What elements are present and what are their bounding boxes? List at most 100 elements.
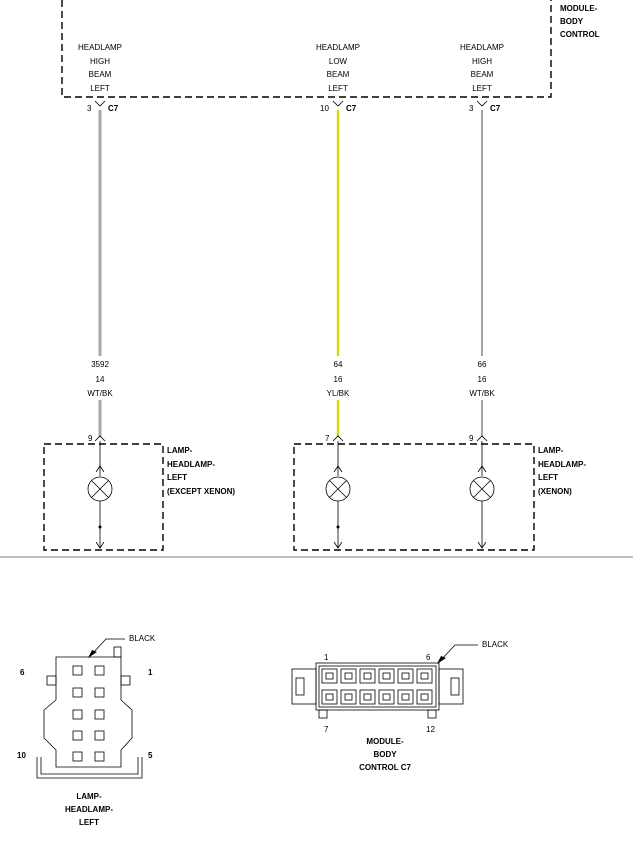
lamp-pin-1: 9 [88,434,93,443]
pin-c-line-2: HIGH [472,57,492,66]
cavity-2 [94,687,105,698]
pin-c-line-1: HEADLAMP [460,43,504,52]
connector-bracket-outer [36,757,143,779]
module-boundary [61,0,552,98]
c7-cavity-9 [359,689,376,705]
module-connector-c: C7 [490,104,501,113]
module-connector-a: C7 [108,104,119,113]
wire-3-gauge: 16 [478,375,487,384]
lamp-left-arrow-top [95,465,105,473]
wire-label-bg-2 [324,356,352,400]
c7-cavity-3 [359,668,376,684]
cavity-9 [72,730,83,741]
bulb-low-cross-b [329,480,347,498]
module-pin-number-b: 10 [320,104,329,113]
end-wing-right-slot [450,677,460,696]
headlamp-pin-6-label: 6 [20,668,25,677]
connector-view-headlamp: BLACK 6 1 10 5 LAMP- HEADLAMP- LEFT [17,634,156,827]
wire-3592-bottom-terminal [94,435,106,442]
pin-b-line-2: LOW [329,57,348,66]
module-pin-label-c: HEADLAMP HIGH BEAM LEFT [460,43,504,93]
headlamp-connector-color: BLACK [129,634,156,643]
wire-1-circuit: 3592 [91,360,109,369]
c7-inner-5 [401,672,410,680]
lamp-headlamp-left-xenon: LAMP- HEADLAMP- LEFT (XENON) [293,441,586,551]
module-connector-face [318,665,437,708]
c7-inner-9 [363,693,372,701]
module-pin-label-a: HEADLAMP HIGH BEAM LEFT [78,43,122,93]
headlamp-pin-10-label: 10 [17,751,26,760]
module-connector-title-2: BODY [373,750,397,759]
cavity-6 [72,665,83,676]
black-leader-line [91,638,125,655]
module-connector-color: BLACK [482,640,509,649]
c7-cavity-10 [378,689,395,705]
bulb-high-cross-b [473,480,491,498]
pin-b-line-3: BEAM [327,70,350,79]
lamp-left-boundary [43,443,164,551]
cavity-10 [72,751,83,762]
module-connector-title-3: CONTROL C7 [359,763,411,772]
lamp-headlamp-left-except-xenon: LAMP- HEADLAMP- LEFT (EXCEPT XENON) [43,441,235,551]
lamp-pin-3: 9 [469,434,474,443]
wire-3592-top-terminal [94,100,106,107]
cavity-3 [94,709,105,720]
lamp-left-title-3: LEFT [167,473,187,482]
module-body-control: MODULE- BODY CONTROL HEADLAMP HIGH BEAM … [61,0,600,113]
c7-pin-7-label: 7 [324,725,329,734]
top-row-cavities [321,668,433,684]
wire-3-color: WT/BK [469,389,495,398]
lamp-right-boundary [293,443,535,551]
connector-view-module-c7: BLACK 1 6 7 12 MODULE- BODY CONTROL C7 [291,640,509,772]
pin-b-line-1: HEADLAMP [316,43,360,52]
c7-inner-8 [344,693,353,701]
c7-inner-7 [325,693,334,701]
c7-cavity-2 [340,668,357,684]
wire-66-top-terminal [476,100,488,107]
headlamp-connector-title-1: LAMP- [76,792,102,801]
c7-pin-6-label: 6 [426,653,431,662]
lamp-left-title-2: HEADLAMP- [167,460,215,469]
pin-b-line-4: LEFT [328,84,348,93]
module-title-line-1: MODULE- [560,4,598,13]
pin-c-line-3: BEAM [471,70,494,79]
lamp-low-arrow-top [333,465,343,473]
c7-pin-1-label: 1 [324,653,329,662]
foot-right [427,709,437,719]
lamp-low-arrow-bottom [333,541,343,549]
cavity-7 [72,687,83,698]
c7-inner-6 [420,672,429,680]
c7-inner-3 [363,672,372,680]
pin-a-line-2: HIGH [90,57,110,66]
module-connector-title-1: MODULE- [366,737,404,746]
wire-3-circuit: 66 [478,360,487,369]
splice-dot-low [336,525,340,529]
connector-body [43,656,133,768]
wire-label-bg-3 [468,356,496,400]
cavity-4 [94,730,105,741]
lamp-left-title-4: (EXCEPT XENON) [167,487,235,496]
c7-cavity-4 [378,668,395,684]
c7-pin-12-label: 12 [426,725,435,734]
connector-bracket-inner [40,757,139,775]
lamp-right-title-2: HEADLAMP- [538,460,586,469]
wire-1-color: WT/BK [87,389,113,398]
cavity-1 [94,665,105,676]
module-pin-label-b: HEADLAMP LOW BEAM LEFT [316,43,360,93]
pin-a-line-3: BEAM [89,70,112,79]
pin-a-line-1: HEADLAMP [78,43,122,52]
headlamp-pin-5-label: 5 [148,751,153,760]
pin-a-line-4: LEFT [90,84,110,93]
c7-inner-10 [382,693,391,701]
c7-inner-4 [382,672,391,680]
wire-2-circuit: 64 [334,360,343,369]
c7-black-leader-line [440,644,478,661]
wire-2-color: YL/BK [327,389,350,398]
c7-cavity-1 [321,668,338,684]
module-connector-body [315,662,440,711]
wire-64-top-terminal [332,100,344,107]
module-pin-number-c: 3 [469,104,474,113]
lamp-high-arrow-bottom [477,541,487,549]
c7-inner-11 [401,693,410,701]
